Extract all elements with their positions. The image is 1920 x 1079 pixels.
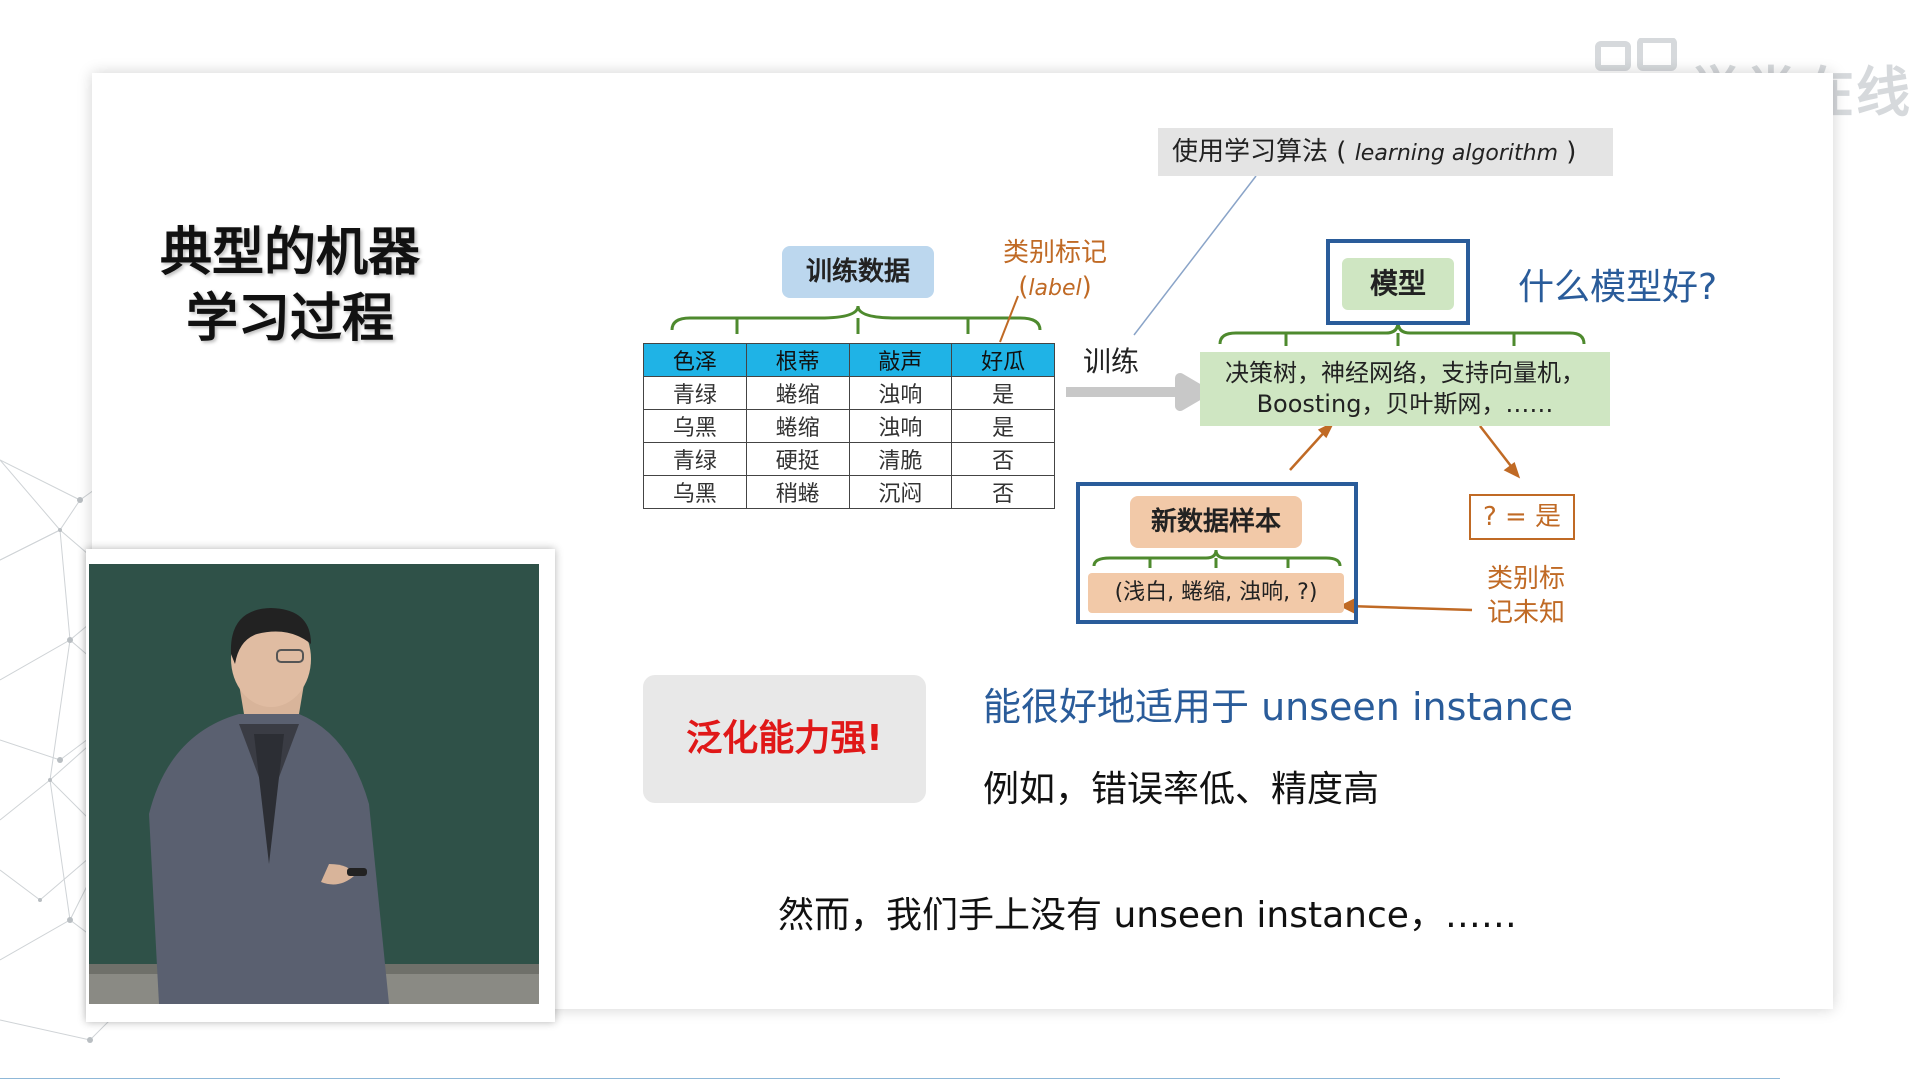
table-cell: 浊响 [848,376,953,410]
table-cell: 否 [951,442,1055,476]
algo-italic: learning algorithm [1354,141,1558,166]
lecturer-figure [89,608,539,1004]
table-cell: 是 [951,376,1055,410]
table-cell: 蜷缩 [745,409,850,443]
good-model-question: 什么模型好? [1518,267,1718,308]
table-header: 好瓜 [951,343,1055,377]
new-sample-value: (浅白, 蜷缩, 浊响, ?) [1088,573,1344,613]
model-label: 模型 [1342,258,1454,310]
title-line-1: 典型的机器 [159,223,420,283]
table-row: 青绿 蜷缩 浊响 是 [643,376,1055,410]
table-row: 青绿 硬挺 清脆 否 [643,442,1055,476]
table-cell: 稍蜷 [745,475,850,509]
table-cell: 浊响 [848,409,953,443]
table-header-row: 色泽 根蒂 敲声 好瓜 [643,343,1055,377]
algo-prefix: 使用学习算法 ( [1172,137,1347,167]
generalization-box: 泛化能力强! [643,675,926,803]
however-text: 然而，我们手上没有 unseen instance，…… [778,895,1517,936]
model-frame [1326,239,1470,325]
table-cell: 乌黑 [643,475,747,509]
table-header: 根蒂 [745,343,850,377]
example-text: 例如，错误率低、精度高 [983,769,1380,810]
unknown-label-line-1: 类别标 [1486,564,1565,594]
table-row: 乌黑 稍蜷 沉闷 否 [643,475,1055,509]
train-arrow-label: 训练 [1083,345,1140,378]
table-cell: 硬挺 [745,442,850,476]
table-cell: 清脆 [848,442,953,476]
unseen-instance-text: 能很好地适用于 unseen instance [983,685,1573,729]
slide-title: 典型的机器 学习过程 [140,220,440,352]
table-cell: 青绿 [643,442,747,476]
training-data-label: 训练数据 [782,246,934,298]
table-cell: 否 [951,475,1055,509]
table-header: 色泽 [643,343,747,377]
lecturer-video [86,549,555,1022]
table-cell: 沉闷 [848,475,953,509]
table-cell: 是 [951,409,1055,443]
class-label-text: 类别标记 [1002,238,1107,268]
class-label-annotation: 类别标记 (label) [985,236,1125,306]
algorithm-list: 决策树，神经网络，支持向量机， Boosting，贝叶斯网，…… [1200,352,1610,426]
algorithm-line-2: Boosting，贝叶斯网，…… [1256,390,1554,418]
learning-algorithm-label: 使用学习算法 ( learning algorithm ) [1158,128,1613,176]
table-cell: 青绿 [643,376,747,410]
title-line-2: 学习过程 [185,289,394,349]
class-label-italic: label [1028,276,1082,301]
training-data-table: 色泽 根蒂 敲声 好瓜 青绿 蜷缩 浊响 是 乌黑 蜷缩 浊响 是 青绿 硬挺 … [643,343,1055,509]
prediction-box: ? = 是 [1469,494,1575,540]
new-sample-label: 新数据样本 [1130,496,1302,548]
algorithm-line-1: 决策树，神经网络，支持向量机， [1225,359,1585,387]
unknown-label-annotation: 类别标 记未知 [1476,562,1576,630]
table-header: 敲声 [848,343,953,377]
chalkboard [89,564,539,1004]
algo-suffix: ) [1566,137,1577,167]
table-cell: 乌黑 [643,409,747,443]
unknown-label-line-2: 记未知 [1486,598,1565,628]
table-row: 乌黑 蜷缩 浊响 是 [643,409,1055,443]
new-sample-frame [1076,482,1358,624]
table-cell: 蜷缩 [745,376,850,410]
